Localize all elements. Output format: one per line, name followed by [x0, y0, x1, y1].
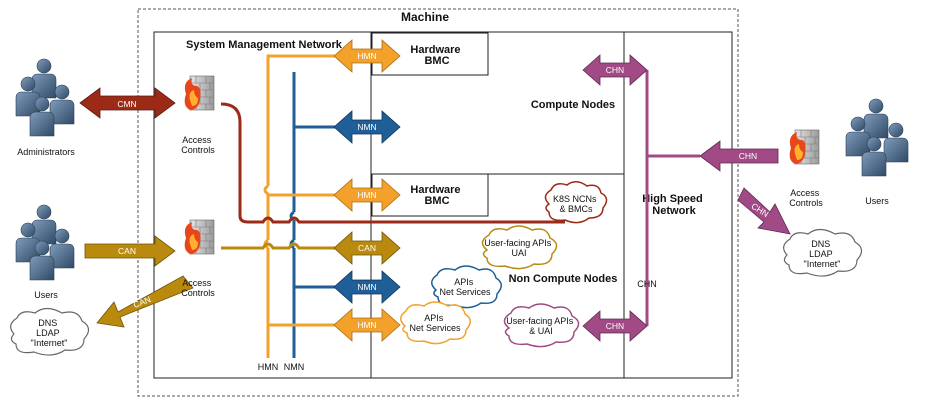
chn-arrow-dns: [737, 187, 791, 235]
chn-line: [645, 70, 700, 326]
administrators-icon: [15, 58, 75, 137]
hardware-bmc-mid-label: Hardware BMC: [410, 184, 463, 207]
cmn-line: [220, 102, 565, 224]
chn-arrow-top-label: CHN: [606, 65, 624, 75]
nmn-bus-label: NMN: [284, 362, 305, 372]
chn-arrow-right-label: CHN: [739, 151, 757, 161]
can-line: [221, 242, 340, 250]
nmn-arrow-mid-label: NMN: [357, 282, 376, 292]
non-compute-nodes-label: Non Compute Nodes: [509, 273, 618, 285]
hmn-arrow-low-label: HMN: [357, 320, 376, 330]
nmn-arrow-top-label: NMN: [357, 122, 376, 132]
nmn-arrow-mid: [333, 270, 401, 304]
firewall-icon: [184, 75, 215, 111]
firewall-icon: [789, 129, 820, 165]
system-management-network-label: System Management Network: [186, 39, 343, 51]
cmn-arrow-label: CMN: [117, 99, 136, 109]
compute-nodes-label: Compute Nodes: [531, 99, 615, 111]
chn-arrow-right: [699, 140, 779, 172]
chn-arrow-bottom: [582, 310, 648, 342]
hmn-arrow-top-label: HMN: [357, 51, 376, 61]
hmn-arrow-top: [333, 39, 401, 73]
firewall-icon: [184, 219, 215, 255]
machine-boundary: [137, 8, 739, 397]
access-controls-label: Access Controls: [181, 135, 215, 155]
svg-text:APIs Net Services: APIs Net Services: [409, 313, 461, 333]
hmn-arrow-mid: [333, 178, 401, 212]
can-arrow-left: [84, 235, 176, 267]
can-arrow-dns: [96, 275, 194, 328]
svg-text:DNS LDAP "Internet: DNS LDAP "Internet": [804, 239, 841, 269]
users-right-icon: [845, 98, 909, 177]
hsn-chn-label: CHN: [637, 279, 657, 289]
apis-cloud-blue: APIs Net Services: [431, 265, 502, 309]
high-speed-network-label: High Speed Network: [642, 193, 706, 217]
chn-arrow-top: [582, 54, 648, 86]
hmn-arrow-low: [333, 308, 401, 342]
user-facing-cloud-purple: User-facing APIs & UAI: [503, 303, 580, 348]
users-left-label: Users: [34, 290, 58, 300]
hmn-bus-label: HMN: [258, 362, 279, 372]
dns-cloud-right: DNS LDAP "Internet": [783, 228, 863, 277]
cmn-arrow: [79, 87, 176, 119]
svg-text:User-facing APIs & UAI: User-facing APIs & UAI: [506, 316, 576, 336]
access-controls-label: Access Controls: [789, 188, 823, 208]
users-right-label: Users: [865, 196, 889, 206]
dns-cloud-left: DNS LDAP "Internet": [10, 307, 90, 356]
can-arrow-left-label: CAN: [118, 246, 136, 256]
apis-cloud-orange: APIs Net Services: [400, 301, 471, 345]
user-facing-cloud-gold: User-facing APIs UAI: [481, 225, 558, 270]
nmn-arrow-top: [333, 110, 401, 144]
high-speed-panel: [623, 31, 733, 379]
svg-text:APIs Net Services: APIs Net Services: [439, 277, 491, 297]
svg-text:K8S NCNs & BMCs: K8S NCNs & BMCs: [553, 194, 599, 214]
hardware-bmc-top-label: Hardware BMC: [410, 44, 463, 67]
svg-text:DNS LDAP "Internet: DNS LDAP "Internet": [31, 318, 68, 348]
access-controls-label: Access Controls: [181, 278, 215, 298]
k8s-cloud: K8S NCNs & BMCs: [544, 181, 608, 224]
chn-arrow-bottom-label: CHN: [606, 321, 624, 331]
users-left-icon: [15, 204, 75, 281]
administrators-label: Administrators: [17, 147, 75, 157]
machine-label: Machine: [401, 10, 449, 24]
can-arrow-mid: [333, 231, 401, 265]
hmn-arrow-mid-label: HMN: [357, 190, 376, 200]
svg-text:User-facing APIs UAI: User-facing APIs UAI: [484, 238, 554, 258]
can-arrow-mid-label: CAN: [358, 243, 376, 253]
